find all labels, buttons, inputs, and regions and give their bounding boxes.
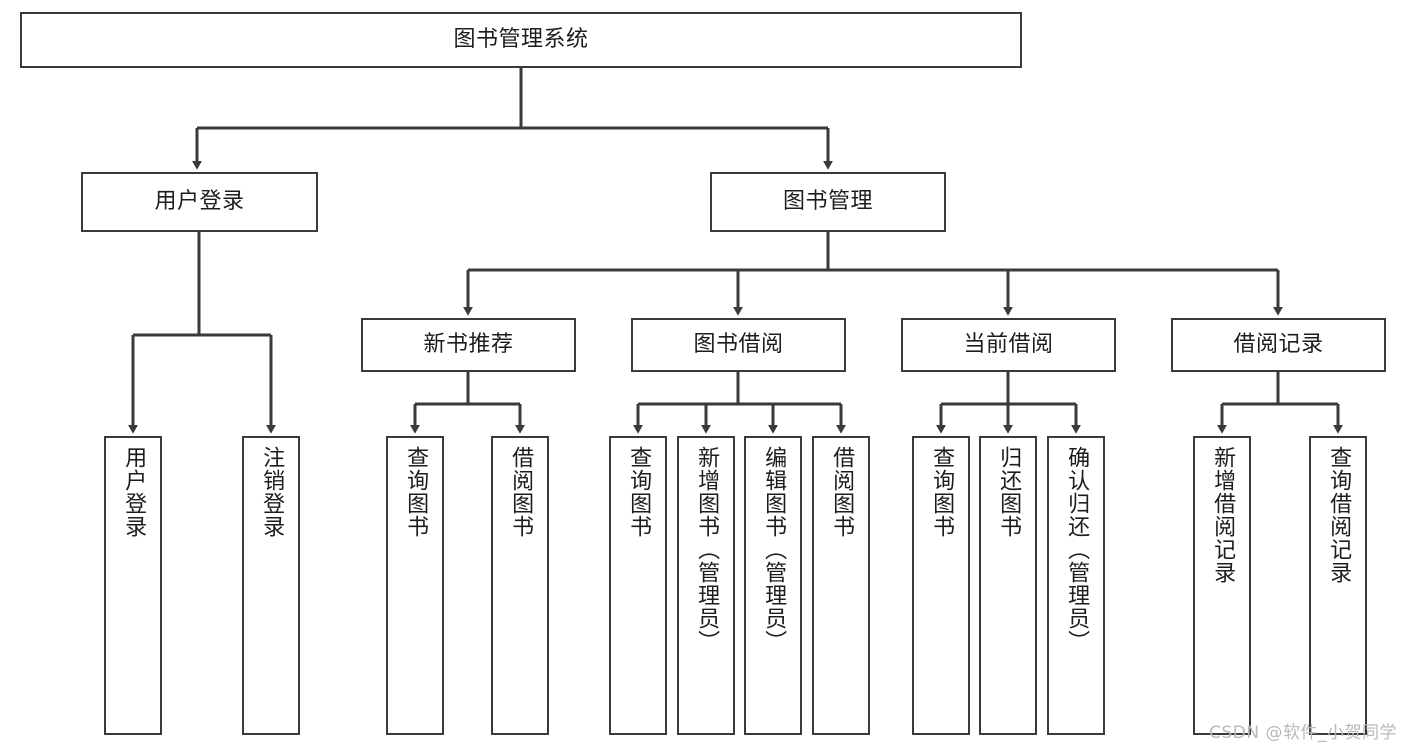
node-label: 编辑图书（管理员） bbox=[761, 446, 787, 653]
node-user-login[interactable]: 用户登录 bbox=[81, 172, 318, 232]
csdn-watermark: CSDN @软件_小贺同学 bbox=[1209, 723, 1397, 743]
node-label: 查询图书 bbox=[929, 446, 955, 538]
node-label: 查询图书 bbox=[626, 446, 652, 538]
node-label: 当前借阅 bbox=[963, 331, 1054, 357]
leaf-borrow-book[interactable]: 借阅图书 bbox=[812, 436, 870, 735]
node-label: 图书管理系统 bbox=[453, 26, 589, 52]
node-current-borrow[interactable]: 当前借阅 bbox=[901, 318, 1116, 372]
leaf-add-borrow-record[interactable]: 新增借阅记录 bbox=[1193, 436, 1251, 735]
leaf-edit-book-admin[interactable]: 编辑图书（管理员） bbox=[744, 436, 802, 735]
node-label: 新书推荐 bbox=[423, 331, 514, 357]
node-label: 借阅记录 bbox=[1233, 331, 1324, 357]
node-book-management[interactable]: 图书管理 bbox=[710, 172, 946, 232]
node-label: 借阅图书 bbox=[829, 446, 855, 538]
node-label: 查询图书 bbox=[403, 446, 429, 538]
leaf-query-book-borrow[interactable]: 查询图书 bbox=[609, 436, 667, 735]
node-label: 注销登录 bbox=[259, 446, 285, 538]
leaf-logout[interactable]: 注销登录 bbox=[242, 436, 300, 735]
leaf-borrow-book-new-recommend[interactable]: 借阅图书 bbox=[491, 436, 549, 735]
node-label: 新增图书（管理员） bbox=[694, 446, 720, 653]
node-new-book-recommend[interactable]: 新书推荐 bbox=[361, 318, 576, 372]
leaf-add-book-admin[interactable]: 新增图书（管理员） bbox=[677, 436, 735, 735]
node-borrow-record[interactable]: 借阅记录 bbox=[1171, 318, 1386, 372]
node-label: 新增借阅记录 bbox=[1210, 446, 1236, 584]
leaf-query-book-new-recommend[interactable]: 查询图书 bbox=[386, 436, 444, 735]
leaf-return-book[interactable]: 归还图书 bbox=[979, 436, 1037, 735]
node-label: 用户登录 bbox=[154, 188, 245, 214]
node-book-borrow[interactable]: 图书借阅 bbox=[631, 318, 846, 372]
node-label: 用户登录 bbox=[121, 446, 147, 538]
node-label: 查询借阅记录 bbox=[1326, 446, 1352, 584]
node-label: 图书借阅 bbox=[693, 331, 784, 357]
leaf-user-login[interactable]: 用户登录 bbox=[104, 436, 162, 735]
leaf-query-borrow-record[interactable]: 查询借阅记录 bbox=[1309, 436, 1367, 735]
node-label: 确认归还（管理员） bbox=[1064, 446, 1090, 653]
node-label: 图书管理 bbox=[782, 188, 873, 214]
node-label: 归还图书 bbox=[996, 446, 1022, 538]
leaf-query-book-current[interactable]: 查询图书 bbox=[912, 436, 970, 735]
node-label: 借阅图书 bbox=[508, 446, 534, 538]
node-root-book-management-system[interactable]: 图书管理系统 bbox=[20, 12, 1022, 68]
leaf-confirm-return-admin[interactable]: 确认归还（管理员） bbox=[1047, 436, 1105, 735]
